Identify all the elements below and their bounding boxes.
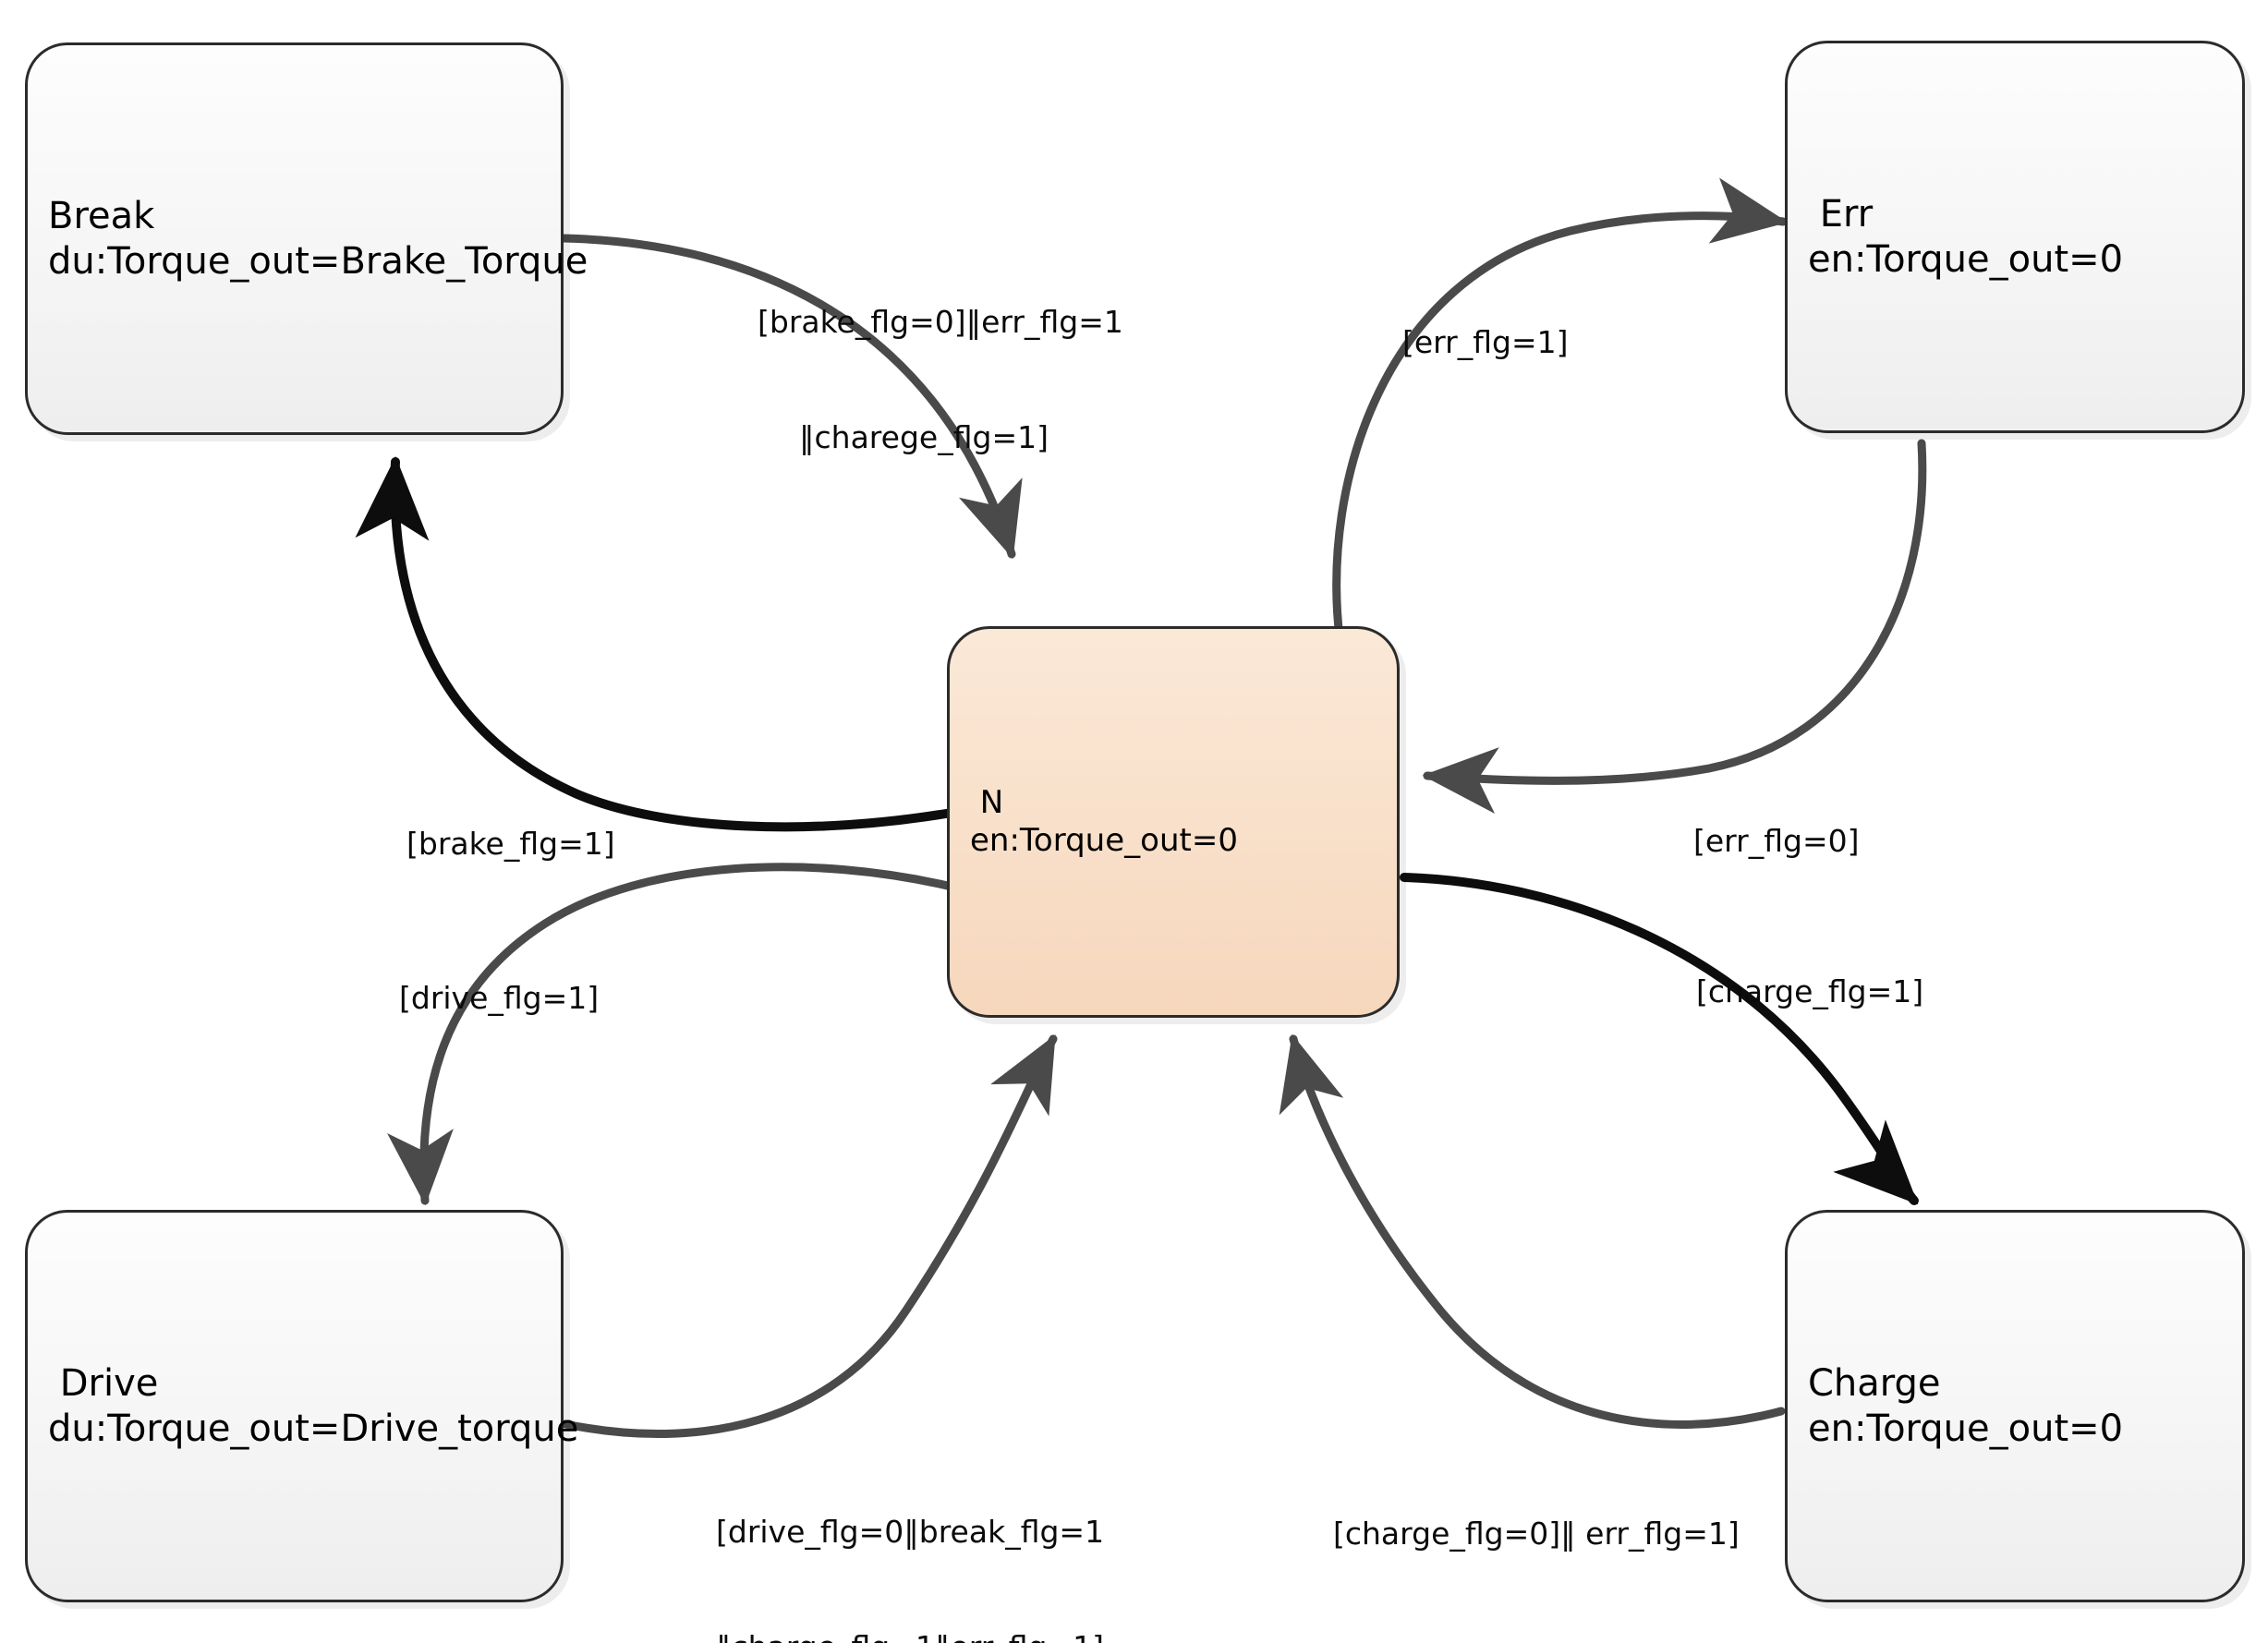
edge-label-err-to-n-line1: [err_flg=0] [1693, 823, 1860, 860]
edge-charge-to-n [1279, 1033, 1786, 1429]
edge-label-drive-to-n: [drive_flg=0‖break_flg=1 ‖charge_flg=1‖e… [716, 1436, 1105, 1643]
edge-label-n-to-drive-line1: [drive_flg=1] [399, 980, 600, 1017]
state-charge-name: Charge [1808, 1361, 1941, 1405]
edge-label-charge-to-n-line1: [charge_flg=0]‖ err_flg=1] [1333, 1516, 1740, 1552]
edge-label-break-to-n: [brake_flg=0]‖err_flg=1 ‖charege_flg=1] [758, 226, 1123, 534]
state-err-action: en:Torque_out=0 [1808, 237, 2124, 281]
state-err[interactable]: Err en:Torque_out=0 [1785, 41, 2245, 433]
edge-label-break-to-n-line1: [brake_flg=0]‖err_flg=1 [758, 304, 1123, 341]
state-n-action: en:Torque_out=0 [970, 822, 1238, 859]
state-err-name: Err [1808, 192, 1874, 236]
edge-err-to-n [1422, 439, 1927, 814]
edge-label-drive-to-n-line1: [drive_flg=0‖break_flg=1 [716, 1514, 1105, 1551]
state-drive-name: Drive [48, 1361, 159, 1405]
edge-label-charge-to-n: [charge_flg=0]‖ err_flg=1] [1333, 1438, 1740, 1630]
edge-label-n-to-err-line1: [err_flg=1] [1402, 324, 1569, 361]
edge-label-break-to-n-line2: ‖charege_flg=1] [799, 418, 1049, 455]
state-drive[interactable]: Drive du:Torque_out=Drive_torque [25, 1210, 579, 1602]
state-n-name: N [970, 783, 1004, 821]
state-break-action: du:Torque_out=Brake_Torque [48, 239, 588, 283]
edge-label-n-to-charge: [charge_flg=1] [1696, 896, 1992, 1088]
state-charge[interactable]: Charge en:Torque_out=0 [1785, 1210, 2245, 1602]
state-break-name: Break [48, 194, 155, 237]
state-charge-action: en:Torque_out=0 [1808, 1407, 2124, 1450]
edge-label-n-to-break: [brake_flg=1] [406, 748, 702, 940]
edge-drive-to-n [561, 1034, 1058, 1439]
edge-label-drive-to-n-line2: ‖charge_flg=1‖err_flg=1] [716, 1628, 1104, 1643]
edge-label-n-to-charge-line1: [charge_flg=1] [1696, 973, 1924, 1010]
edge-label-err-to-n: [err_flg=0] [1693, 745, 1971, 937]
state-drive-action: du:Torque_out=Drive_torque [48, 1407, 579, 1450]
edge-label-n-to-break-line1: [brake_flg=1] [406, 826, 615, 863]
edge-label-n-to-err: [err_flg=1] [1402, 247, 1680, 439]
state-n[interactable]: N en:Torque_out=0 [947, 626, 1400, 1018]
state-break[interactable]: Break du:Torque_out=Brake_Torque [25, 42, 588, 435]
edge-label-n-to-drive: [drive_flg=1] [399, 902, 676, 1094]
